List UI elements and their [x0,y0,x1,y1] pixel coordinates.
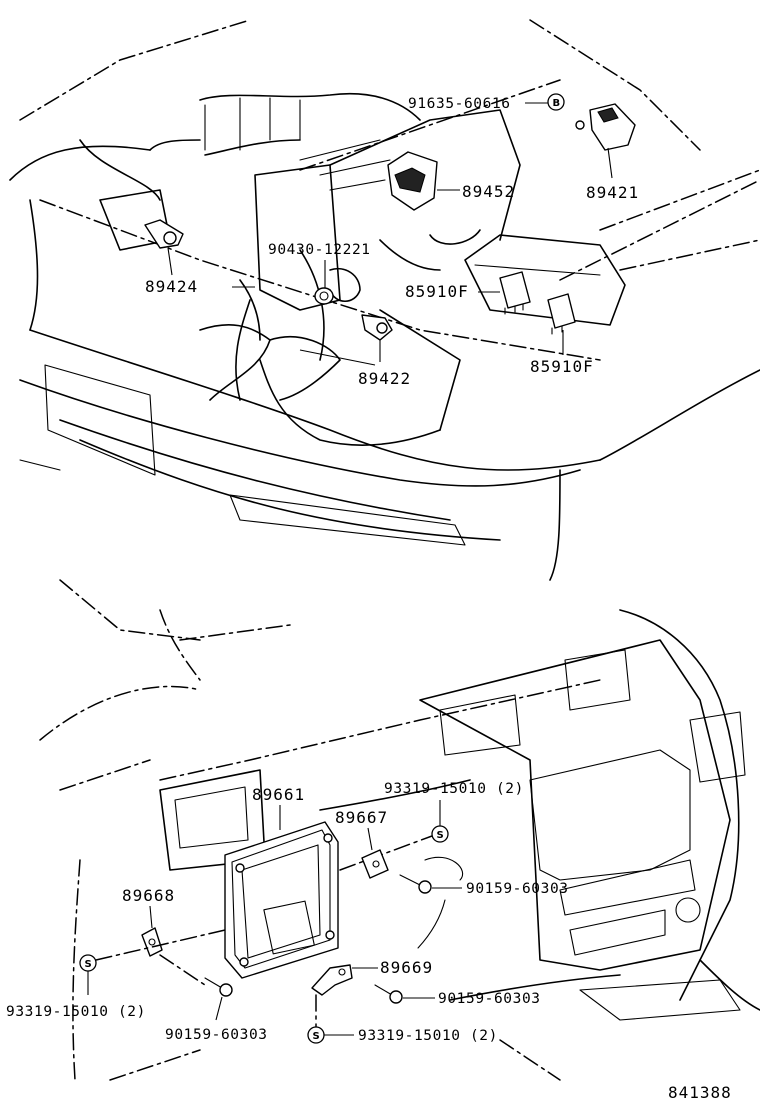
leader-89668 [149,905,153,929]
label-90159-60303-right: 90159-60303 [466,881,569,897]
svg-text:S: S [313,1031,320,1042]
part-90159-bolt-mid-icon [374,984,435,1004]
leader-89667 [367,827,373,851]
label-85910F-a: 85910F [405,282,469,301]
svg-text:B: B [553,98,561,109]
label-89668: 89668 [122,886,175,905]
part-85910F-relay-a-icon [478,271,531,315]
label-93319-15010-bottom: 93319-15010 (2) [358,1028,498,1044]
label-93319-15010-top: 93319-15010 (2) [384,781,524,797]
label-89661: 89661 [252,785,305,804]
part-89669-bracket-icon [311,964,378,996]
leader-dash-s-top [339,835,433,871]
leader-curve-right [424,856,464,881]
label-89669: 89669 [380,958,433,977]
badge-s-icon-bottom: S [307,1026,354,1044]
part-90159-bolt-right-icon [399,874,462,894]
part-89668-bracket-icon [141,927,163,957]
diagram-number: 841388 [668,1083,732,1102]
label-90159-60303-left: 90159-60303 [165,1027,268,1043]
label-90159-60303-mid: 90159-60303 [438,991,541,1007]
label-89422: 89422 [358,369,411,388]
part-89421-sensor-icon [575,103,636,179]
engine-bay-illustration [9,19,760,581]
label-85910F-b: 85910F [530,357,594,376]
label-91635-60616: 91635-60616 [408,96,511,112]
part-89661-ecu-icon [224,821,339,979]
label-89452: 89452 [462,182,515,201]
part-89667-bracket-icon [361,849,389,879]
badge-s-icon-top: S [431,825,449,843]
label-93319-15010-left: 93319-15010 (2) [6,1004,146,1020]
part-89452-module-icon [387,151,460,211]
dashboard-illustration [39,579,760,1081]
svg-text:91635-60616: 91635-60616 [408,96,511,112]
badge-b-icon: B [525,93,565,111]
leader-dash-left-bolt [159,954,206,986]
label-90430-12221: 90430-12221 [268,242,371,258]
leader-curve-down [417,899,446,949]
badge-s-icon-left: S [79,954,97,995]
part-90159-bolt-left-icon [204,977,233,1021]
label-89667: 89667 [335,808,388,827]
svg-text:S: S [437,830,444,841]
part-90430-washer-icon [314,260,334,305]
part-89424-sensor-icon [144,219,184,276]
label-89424: 89424 [145,277,198,296]
part-89422-sensor-icon [299,314,393,366]
label-89421: 89421 [586,183,639,202]
part-85910F-relay-b-icon [547,293,576,355]
svg-text:S: S [85,959,92,970]
leader-dash-s-left [95,929,226,961]
